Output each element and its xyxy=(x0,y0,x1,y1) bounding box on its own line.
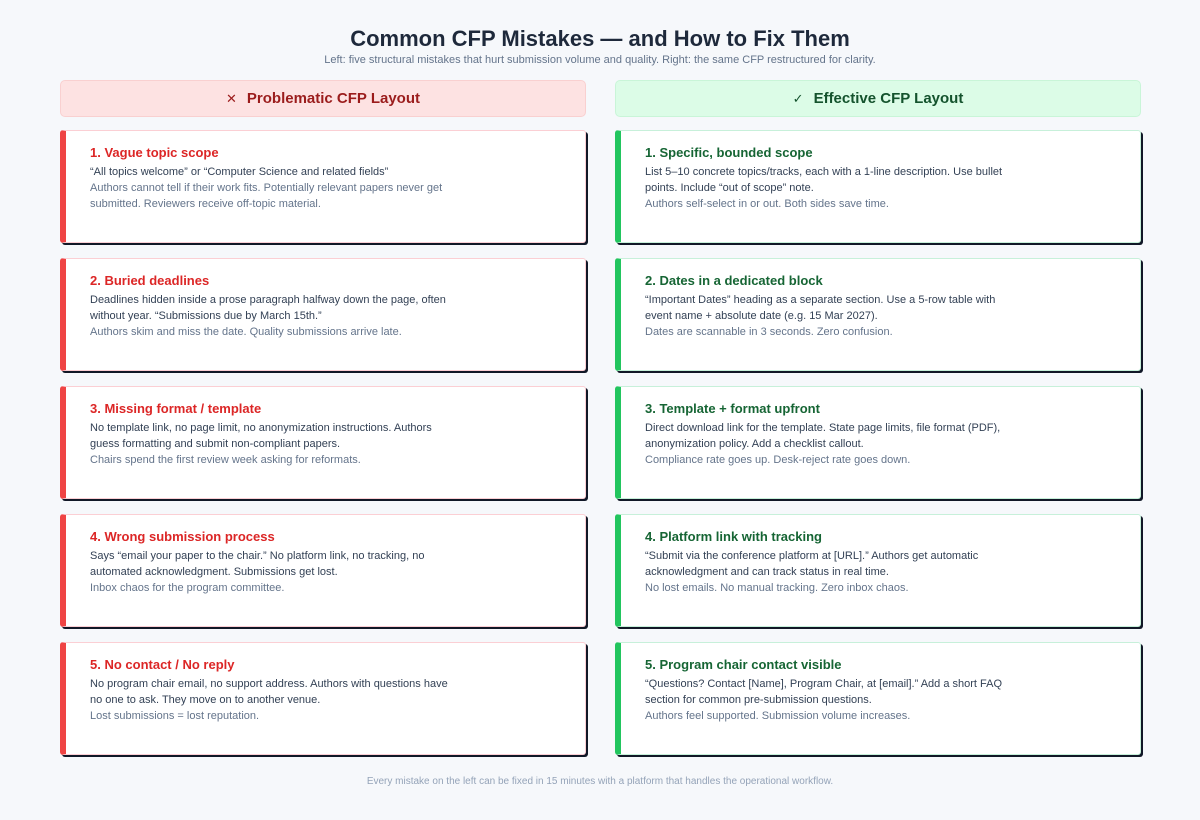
mistake-description: No program chair email, no support addre… xyxy=(90,678,448,706)
fix-title: 4. Platform link with tracking xyxy=(645,529,822,544)
mistake-card-3: 3. Missing format / template No template… xyxy=(60,386,586,499)
fix-card-5: 5. Program chair contact visible “Questi… xyxy=(615,642,1141,755)
fix-card-1: 1. Specific, bounded scope List 5–10 con… xyxy=(615,130,1141,243)
fix-description: “Submit via the conference platform at [… xyxy=(645,550,979,578)
mistake-impact: Inbox chaos for the program committee. xyxy=(90,582,285,594)
fix-card-2: 2. Dates in a dedicated block “Important… xyxy=(615,258,1141,371)
mistake-card-5: 5. No contact / No reply No program chai… xyxy=(60,642,586,755)
page-subtitle: Left: five structural mistakes that hurt… xyxy=(324,54,876,66)
fix-description: List 5–10 concrete topics/tracks, each w… xyxy=(645,166,1003,194)
mistake-description: Deadlines hidden inside a prose paragrap… xyxy=(90,294,446,322)
mistake-impact: Authors skim and miss the date. Quality … xyxy=(90,326,402,338)
fix-title: 5. Program chair contact visible xyxy=(645,657,842,672)
fix-description: “Important Dates” heading as a separate … xyxy=(645,294,996,322)
fix-title: 3. Template + format upfront xyxy=(645,401,820,416)
problematic-header-label: Problematic CFP Layout xyxy=(246,90,420,107)
fix-impact: Authors feel supported. Submission volum… xyxy=(645,710,911,722)
fix-impact: No lost emails. No manual tracking. Zero… xyxy=(645,582,909,594)
fix-title: 1. Specific, bounded scope xyxy=(645,145,813,160)
mistake-impact: Lost submissions = lost reputation. xyxy=(90,710,260,722)
fix-card-3: 3. Template + format upfront Direct down… xyxy=(615,386,1141,499)
mistake-title: 5. No contact / No reply xyxy=(90,657,235,672)
mistake-card-4: 4. Wrong submission process Says “email … xyxy=(60,514,586,627)
fix-impact: Compliance rate goes up. Desk-reject rat… xyxy=(645,454,911,466)
effective-header-label: Effective CFP Layout xyxy=(813,90,964,107)
fix-description: “Questions? Contact [Name], Program Chai… xyxy=(645,678,1003,706)
fix-impact: Dates are scannable in 3 seconds. Zero c… xyxy=(645,326,893,338)
cross-icon: ✕ xyxy=(226,90,237,106)
mistake-description: Says “email your paper to the chair.” No… xyxy=(90,550,425,578)
fix-title: 2. Dates in a dedicated block xyxy=(645,273,823,288)
mistake-description: “All topics welcome” or “Computer Scienc… xyxy=(90,166,389,178)
mistake-description: No template link, no page limit, no anon… xyxy=(90,422,432,450)
problematic-column: ✕ Problematic CFP Layout 1. Vague topic … xyxy=(60,80,586,755)
mistake-impact: Chairs spend the first review week askin… xyxy=(90,454,361,466)
mistake-impact: Authors cannot tell if their work fits. … xyxy=(90,182,443,210)
mistake-card-1: 1. Vague topic scope “All topics welcome… xyxy=(60,130,586,243)
effective-header: ✓ Effective CFP Layout xyxy=(615,80,1141,117)
page-title: Common CFP Mistakes — and How to Fix The… xyxy=(350,26,850,51)
footer-note: Every mistake on the left can be fixed i… xyxy=(366,776,834,787)
mistake-card-2: 2. Buried deadlines Deadlines hidden ins… xyxy=(60,258,586,371)
fix-impact: Authors self-select in or out. Both side… xyxy=(645,198,889,210)
effective-column: ✓ Effective CFP Layout 1. Specific, boun… xyxy=(615,80,1141,755)
mistake-title: 3. Missing format / template xyxy=(90,401,262,416)
fix-description: Direct download link for the template. S… xyxy=(645,422,1001,450)
check-icon: ✓ xyxy=(792,90,804,106)
problematic-header: ✕ Problematic CFP Layout xyxy=(60,80,586,117)
mistake-title: 2. Buried deadlines xyxy=(90,273,210,288)
mistake-title: 4. Wrong submission process xyxy=(90,529,275,544)
fix-card-4: 4. Platform link with tracking “Submit v… xyxy=(615,514,1141,627)
mistake-title: 1. Vague topic scope xyxy=(90,145,219,160)
